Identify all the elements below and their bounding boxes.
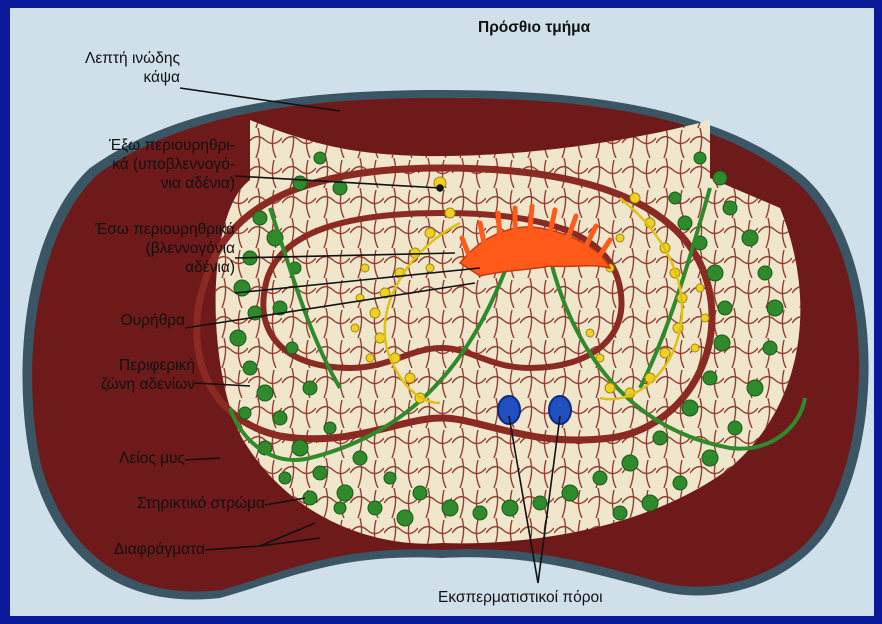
label-outer-periurethral-glands: Έξω περιουρηθρι- κά (υποβλεννογό- νια αδ… — [10, 136, 235, 193]
label-inner-periurethral-glands: Έσω περιουρηθρικά (βλεννογόνια αδένια) — [10, 220, 235, 277]
figure-title: Πρόσθιο τμήμα — [478, 18, 590, 37]
label-urethra: Ουρήθρα — [70, 311, 185, 330]
label-septa: Διαφράγματα — [40, 540, 205, 559]
label-smooth-muscle: Λείος μυς — [50, 449, 185, 468]
figure-panel: Πρόσθιο τμήμα Λεπτή ινώδης κάψα Έξω περι… — [10, 8, 874, 616]
label-peripheral-zone: Περιφερική ζώνη αδενίων — [30, 356, 195, 394]
label-ejaculatory-ducts: Εκσπερματιστικοί πόροι — [438, 588, 603, 607]
label-supporting-stroma: Στηρικτικό στρώμα — [10, 494, 265, 513]
label-fibrous-capsule: Λεπτή ινώδης κάψα — [40, 49, 180, 87]
